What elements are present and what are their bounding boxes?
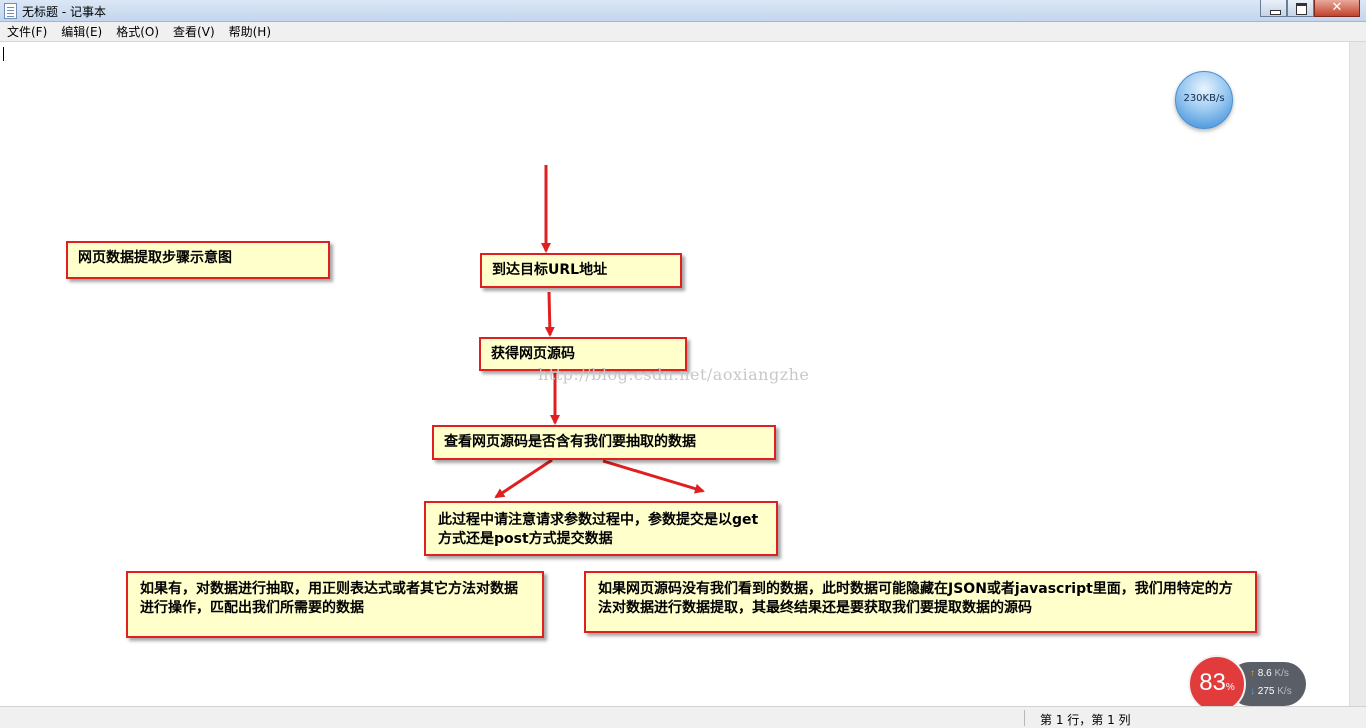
speed-ball-text: 230KB/s [1183,93,1225,104]
menu-help[interactable]: 帮助(H) [228,25,272,39]
upload-speed-value: 8.6 [1257,668,1272,679]
upload-arrow-icon: ↑ [1250,668,1255,679]
vertical-scrollbar[interactable] [1349,42,1366,706]
memory-usage-value: 83 [1199,669,1226,696]
diagram-title: 网页数据提取步骤示意图 [78,250,232,266]
download-speed-unit: K/s [1277,686,1292,697]
status-divider [1024,710,1025,726]
menu-view[interactable]: 查看(V) [173,25,215,39]
minimize-button[interactable] [1260,0,1287,17]
menu-file[interactable]: 文件(F) [7,25,48,39]
step-check-data-text: 查看网页源码是否含有我们要抽取的数据 [444,434,696,450]
speed-ball-widget[interactable]: 230KB/s [1175,71,1233,129]
window-controls: ✕ [1260,0,1360,18]
branch-has-data-box: 如果有，对数据进行抽取，用正则表达式或者其它方法对数据进行操作，匹配出我们所需要… [126,571,544,638]
memory-usage-percent: 83% [1190,669,1244,697]
diagram-title-box: 网页数据提取步骤示意图 [66,241,330,279]
download-speed: ↓ 275 K/s [1250,686,1292,697]
menu-edit[interactable]: 编辑(E) [61,25,103,39]
step-request-params-text: 此过程中请注意请求参数过程中，参数提交是以get方式还是post方式提交数据 [438,512,759,547]
network-monitor-widget[interactable]: ↑ 8.6 K/s ↓ 275 K/s 83% [1188,655,1306,713]
notepad-icon [4,3,17,19]
close-button[interactable]: ✕ [1314,0,1360,17]
cursor-position: 第 1 行，第 1 列 [1040,713,1131,727]
step-get-source-text: 获得网页源码 [491,346,575,362]
step-reach-url-text: 到达目标URL地址 [492,262,608,278]
upload-speed: ↑ 8.6 K/s [1250,668,1289,679]
branch-no-data-text: 如果网页源码没有我们看到的数据，此时数据可能隐藏在JSON或者javascrip… [598,581,1233,616]
percent-sign: % [1225,682,1235,693]
step-get-source-box: 获得网页源码 [479,337,687,371]
step-request-params-box: 此过程中请注意请求参数过程中，参数提交是以get方式还是post方式提交数据 [424,501,778,556]
menu-bar: 文件(F) 编辑(E) 格式(O) 查看(V) 帮助(H) [0,22,1366,42]
branch-has-data-text: 如果有，对数据进行抽取，用正则表达式或者其它方法对数据进行操作，匹配出我们所需要… [140,581,518,616]
step-reach-url-box: 到达目标URL地址 [480,253,682,288]
branch-no-data-box: 如果网页源码没有我们看到的数据，此时数据可能隐藏在JSON或者javascrip… [584,571,1257,633]
download-arrow-icon: ↓ [1250,686,1255,697]
step-check-data-box: 查看网页源码是否含有我们要抽取的数据 [432,425,776,460]
download-speed-value: 275 [1257,686,1275,697]
close-icon: ✕ [1331,0,1343,15]
title-bar: 无标题 - 记事本 ✕ [0,0,1366,22]
memory-usage-circle[interactable]: 83% [1188,655,1246,713]
maximize-button[interactable] [1287,0,1314,17]
status-bar: 第 1 行，第 1 列 [0,706,1366,728]
watermark-url: http://blog.csdn.net/aoxiangzhe [538,365,810,384]
text-caret [3,47,4,61]
upload-speed-unit: K/s [1274,668,1289,679]
window-title: 无标题 - 记事本 [22,5,106,19]
menu-format[interactable]: 格式(O) [116,25,160,39]
